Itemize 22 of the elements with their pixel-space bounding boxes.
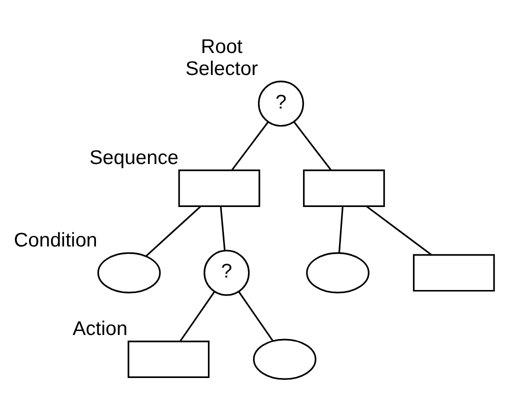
node-label: Sequence bbox=[90, 146, 178, 169]
node-ellipse bbox=[253, 338, 316, 380]
node-box bbox=[128, 340, 210, 378]
connector bbox=[180, 291, 215, 342]
node-ellipse bbox=[97, 252, 161, 294]
node-label: Selector bbox=[185, 58, 258, 80]
connector bbox=[366, 206, 432, 256]
node-label: Action bbox=[72, 318, 128, 340]
connector bbox=[293, 121, 332, 170]
node-box bbox=[412, 254, 495, 292]
node-box bbox=[178, 170, 260, 207]
connector bbox=[231, 121, 269, 170]
node-box bbox=[303, 170, 385, 207]
node-circle: ? bbox=[204, 250, 250, 296]
connector bbox=[145, 206, 202, 257]
connector bbox=[338, 206, 344, 253]
connector bbox=[220, 206, 226, 251]
connector bbox=[238, 291, 274, 342]
node-label: Root bbox=[200, 36, 243, 58]
node-ellipse bbox=[306, 252, 370, 294]
node-label: Condition bbox=[14, 230, 98, 252]
node-circle: ? bbox=[258, 80, 304, 127]
